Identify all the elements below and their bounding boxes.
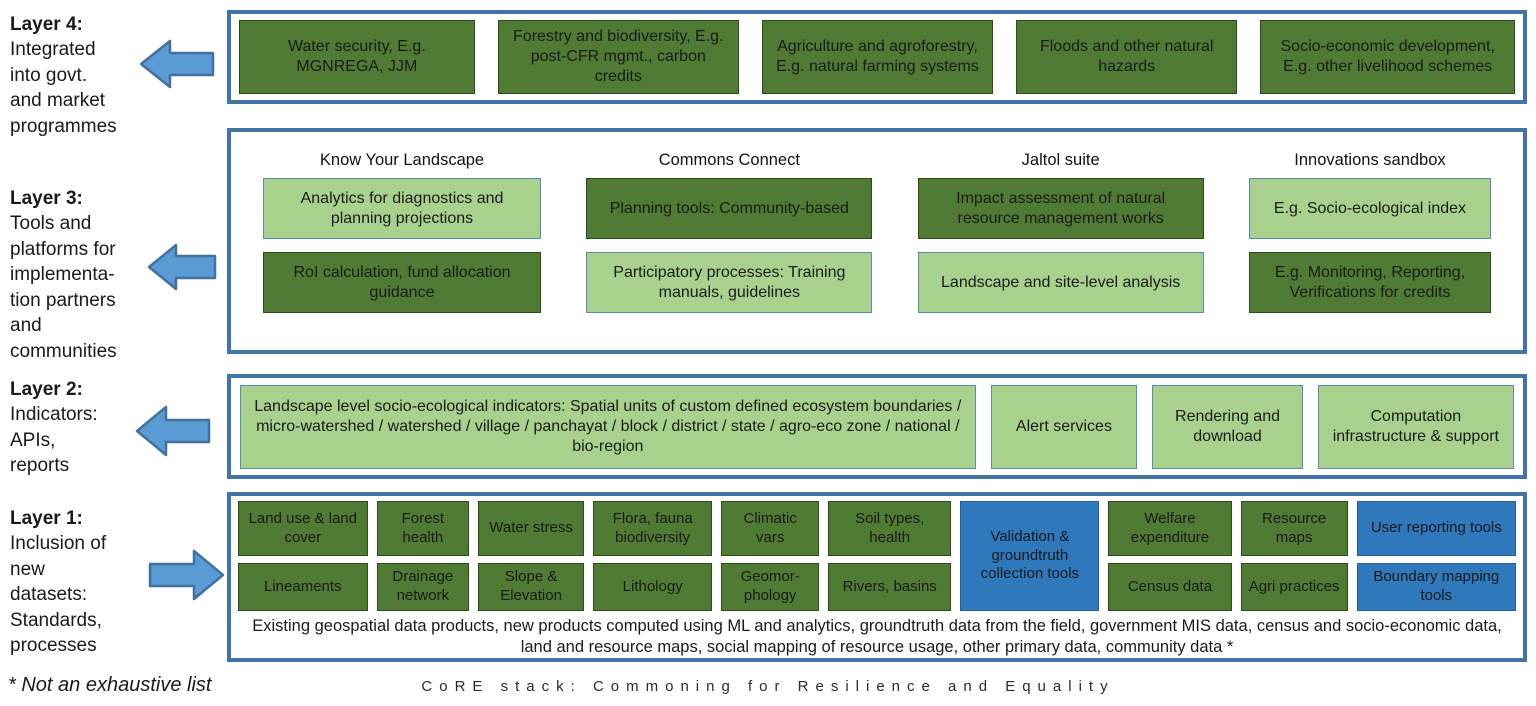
layer4-box-agriculture: Agriculture and agroforestry, E.g. natur… [761,20,994,94]
layer3-box-mrv-credits: E.g. Monitoring, Reporting, Verification… [1248,252,1491,313]
layer3-column-jaltol-suite: Jaltol suite Impact assessment of natura… [917,142,1204,313]
layer4-box-forestry: Forestry and biodiversity, E.g. post-CFR… [497,20,739,94]
layer2-box-row: Landscape level socio-ecological indicat… [231,378,1523,475]
layer1-cell-validation-groundtruth: Validation & groundtruth collection tool… [960,501,1100,611]
layer3-column-innovations-sandbox: Innovations sandbox E.g. Socio-ecologica… [1248,142,1491,313]
column-heading: Jaltol suite [1021,150,1100,169]
layer1-cell-census-data: Census data [1108,563,1232,611]
layer4-band: Water security, E.g. MGNREGA, JJM Forest… [227,10,1527,104]
layer2-left-arrow-icon [135,405,211,457]
layer3-columns: Know Your Landscape Analytics for diagno… [231,132,1523,313]
layer3-label: Layer 3: Tools and platforms for impleme… [10,186,175,364]
layer2-label: Layer 2: Indicators: APIs, reports [10,377,175,479]
diagram-title: CoRE stack: Commoning for Resilience and… [421,678,1115,695]
layer2-band: Landscape level socio-ecological indicat… [227,374,1527,479]
layer4-left-arrow-icon [139,39,215,89]
layer1-cell-flora-fauna: Flora, fauna biodiversity [593,501,713,556]
layer1-cell-user-reporting: User reporting tools [1356,501,1516,556]
layer1-label-title: Layer 1: [10,508,83,529]
column-heading: Know Your Landscape [319,150,485,169]
layer2-box-indicators: Landscape level socio-ecological indicat… [240,384,976,469]
layer1-cell-geomorphology: Geomor- phology [721,563,820,611]
column-heading: Commons Connect [658,150,800,169]
layer3-box-analytics: Analytics for diagnostics and planning p… [263,178,541,239]
layer1-dataset-grid: Land use & land cover Forest health Wate… [238,501,1516,611]
layer3-label-body: Tools and platforms for implementa- tion… [10,213,117,362]
layer3-left-arrow-icon [147,243,217,291]
layer4-box-water-security: Water security, E.g. MGNREGA, JJM [239,20,475,94]
layer1-cell-lithology: Lithology [593,563,713,611]
layer1-cell-resource-maps: Resource maps [1240,501,1348,556]
layer2-box-alert-services: Alert services [990,384,1138,469]
layer1-cell-agri-practices: Agri practices [1240,563,1348,611]
layer1-right-arrow-icon [148,549,225,601]
layer1-label-body: Inclusion of new datasets: Standards, pr… [10,533,107,657]
layer4-label-title: Layer 4: [10,14,83,35]
layer1-cell-rivers-basins: Rivers, basins [828,563,952,611]
layer2-label-body: Indicators: APIs, reports [10,404,98,477]
layer1-label: Layer 1: Inclusion of new datasets: Stan… [10,506,175,659]
layer2-box-rendering: Rendering and download [1152,384,1303,469]
layer1-cell-boundary-mapping: Boundary mapping tools [1356,563,1516,611]
layer4-label-body: Integrated into govt. and market program… [10,39,117,137]
layer3-band: Know Your Landscape Analytics for diagno… [227,128,1527,354]
layer2-box-computation: Computation infrastructure & support [1317,384,1514,469]
not-exhaustive-footnote: * Not an exhaustive list [8,674,212,696]
layer1-cell-slope-elevation: Slope & Elevation [478,563,585,611]
layer1-cell-water-stress: Water stress [478,501,585,556]
layer3-box-roi: RoI calculation, fund allocation guidanc… [263,252,541,313]
layer3-column-commons-connect: Commons Connect Planning tools: Communit… [586,142,873,313]
layer4-box-socio-economic: Socio-economic development, E.g. other l… [1260,20,1515,94]
layer3-box-planning-tools: Planning tools: Community-based [586,178,873,239]
layer1-band: Land use & land cover Forest health Wate… [227,492,1527,662]
layer1-cell-forest-health: Forest health [376,501,470,556]
layer1-cell-drainage: Drainage network [376,563,470,611]
layer1-cell-climatic-vars: Climatic vars [721,501,820,556]
layer4-box-floods: Floods and other natural hazards [1016,20,1238,94]
layer1-cell-land-use: Land use & land cover [238,501,368,556]
layer3-box-impact-assessment: Impact assessment of natural resource ma… [917,178,1204,239]
layer4-box-row: Water security, E.g. MGNREGA, JJM Forest… [231,14,1523,100]
layer2-label-title: Layer 2: [10,379,83,400]
layer1-cell-soil-types: Soil types, health [828,501,952,556]
layer3-box-participatory: Participatory processes: Training manual… [586,252,873,313]
layer1-cell-welfare: Welfare expenditure [1108,501,1232,556]
layer3-column-know-your-landscape: Know Your Landscape Analytics for diagno… [263,142,541,313]
layer3-label-title: Layer 3: [10,188,83,209]
layer4-label: Layer 4: Integrated into govt. and marke… [10,12,175,139]
layer3-box-socio-ecological-index: E.g. Socio-ecological index [1248,178,1491,239]
layer1-data-sources-note: Existing geospatial data products, new p… [252,617,1502,656]
column-heading: Innovations sandbox [1294,150,1446,169]
layer1-cell-lineaments: Lineaments [238,563,368,611]
layer3-box-landscape-analysis: Landscape and site-level analysis [917,252,1204,313]
